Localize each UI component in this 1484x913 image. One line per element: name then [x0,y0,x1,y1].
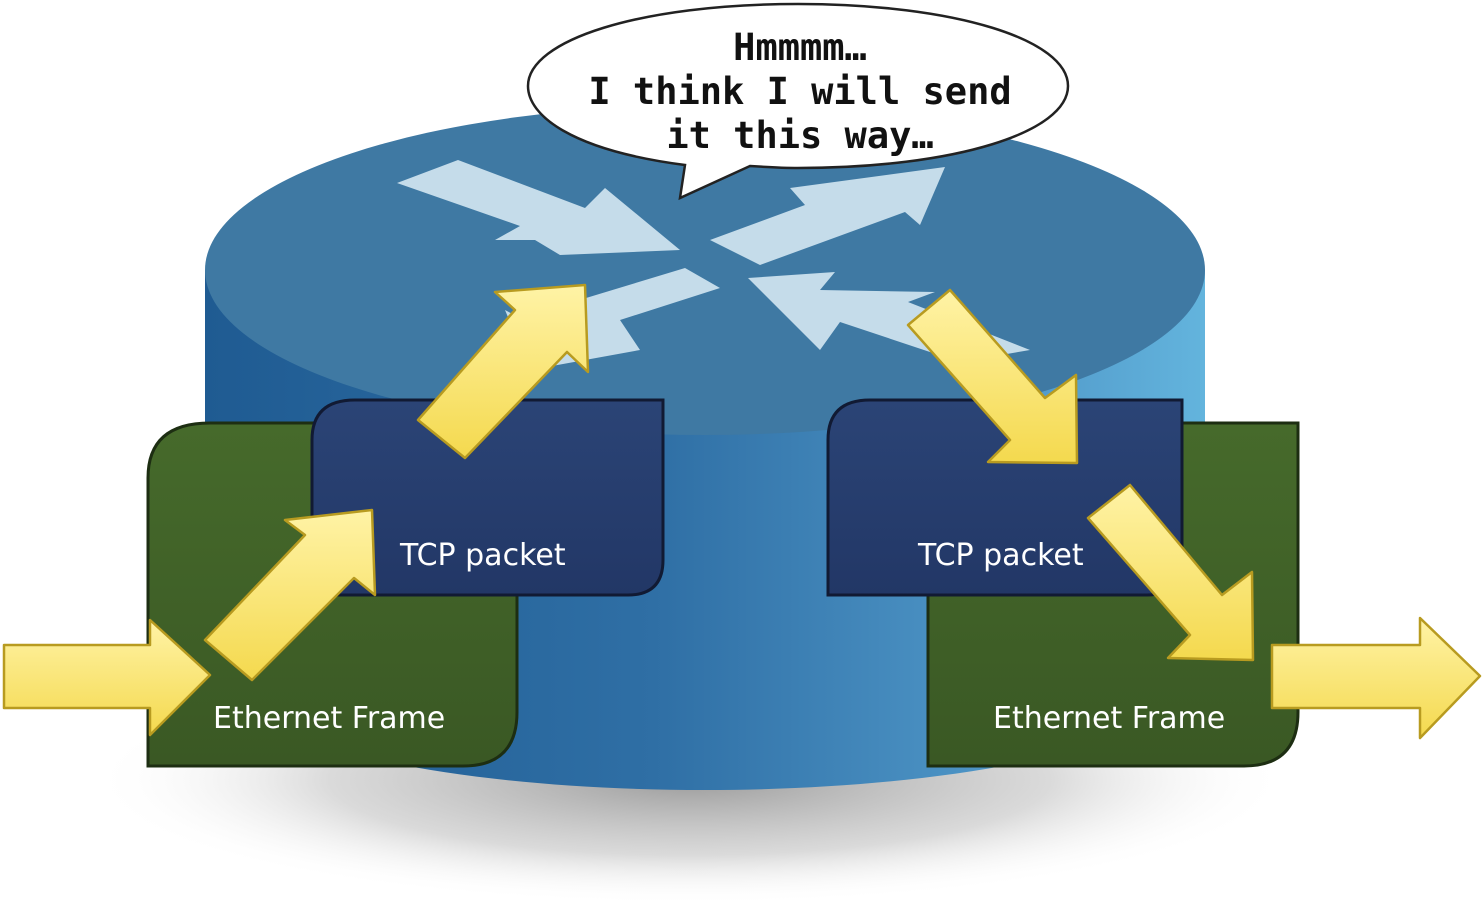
right-tcp-packet-label: TCP packet [918,538,1084,573]
flow-arrow-packet-to-router [416,283,590,460]
speech-bubble-text: Hmmmm… I think I will send it this way… [560,26,1040,158]
speech-line-3: it this way… [666,114,934,157]
flow-arrow-packet-to-frame-right [1086,483,1255,662]
speech-line-1: Hmmmm… [733,26,867,69]
flow-arrow-router-to-packet [906,288,1079,465]
flow-arrow-incoming [2,618,212,737]
router-arrow-in-topleft [397,160,680,255]
left-tcp-packet-box [310,398,665,597]
left-tcp-packet-label: TCP packet [400,538,566,573]
flow-arrow-frame-to-packet-left [203,508,377,682]
flow-arrow-outgoing [1270,616,1482,740]
router-arrow-out-topright [710,167,945,265]
speech-bubble [526,2,1070,201]
right-ethernet-frame-label: Ethernet Frame [993,701,1226,736]
left-ethernet-frame-label: Ethernet Frame [213,701,446,736]
speech-line-2: I think I will send [588,70,1012,113]
